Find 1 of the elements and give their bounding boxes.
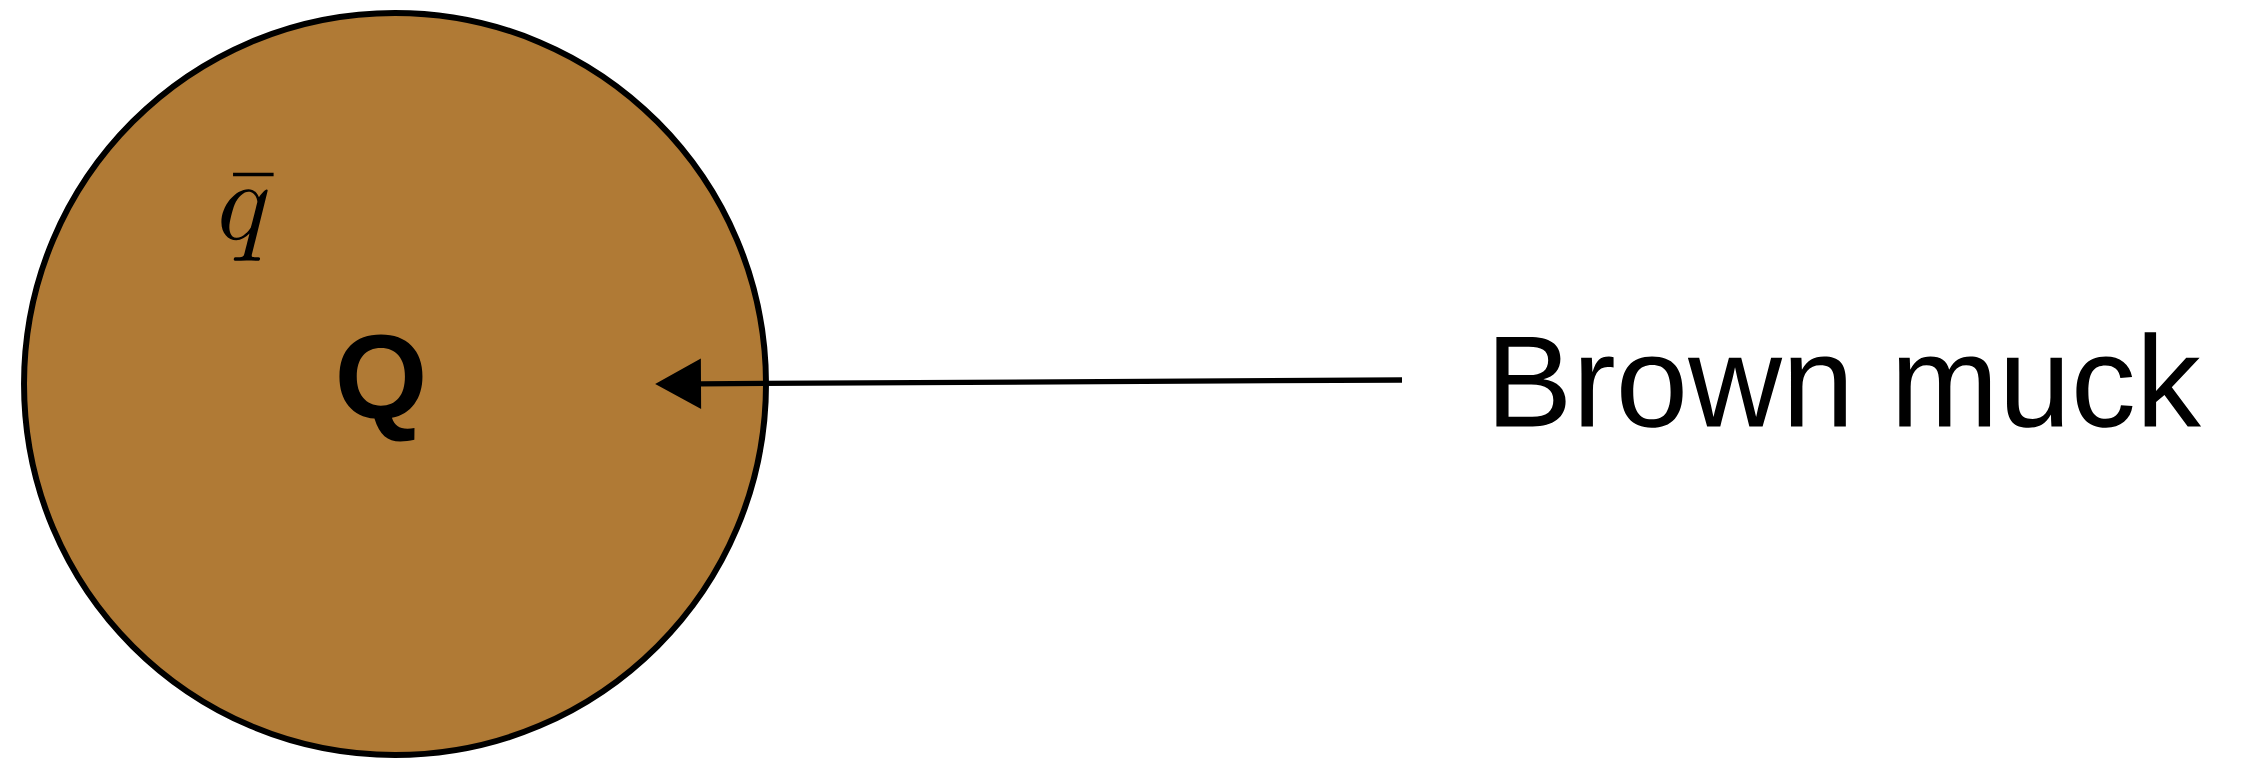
label-text: Brown muck [1496,332,2202,428]
